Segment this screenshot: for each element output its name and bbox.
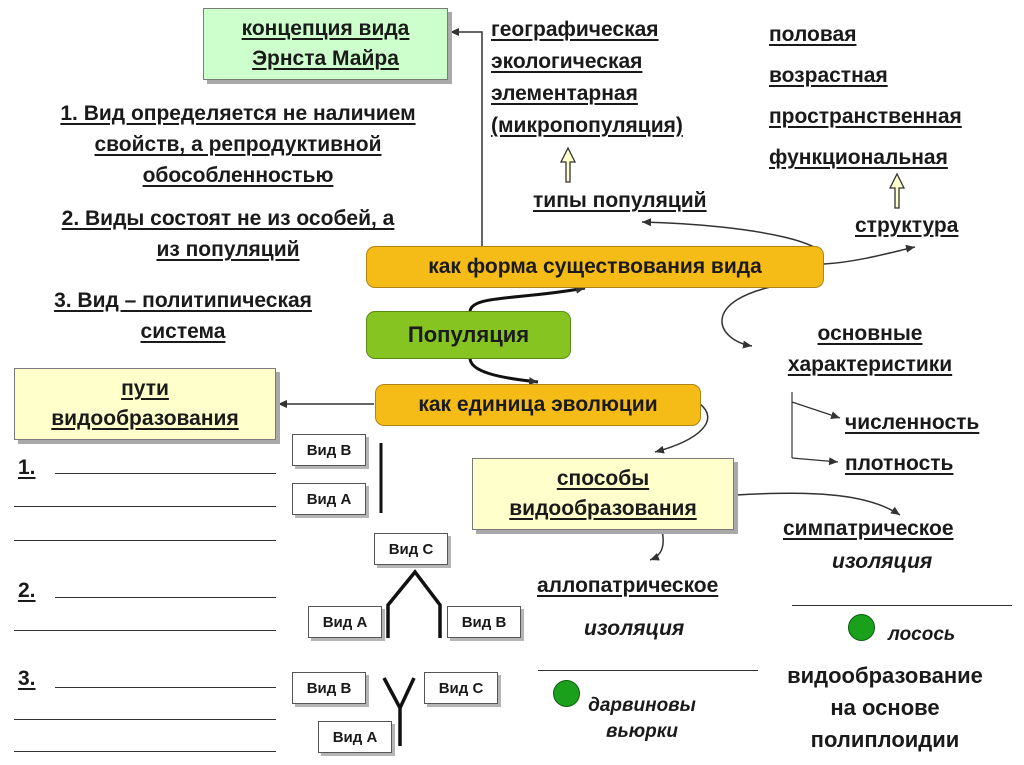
answer-line	[55, 597, 276, 598]
mayr-title-line-2: Эрнста Майра	[252, 47, 399, 70]
form-of-existence-box: как форма существования вида	[366, 246, 824, 288]
unit-of-evolution-box: как единица эволюции	[375, 384, 701, 426]
speciation-paths-line-1: пути	[121, 377, 169, 400]
answer-line	[792, 605, 1012, 606]
answer-line	[14, 506, 276, 507]
answer-line	[14, 719, 276, 720]
schema2-lines	[386, 569, 442, 638]
structure-list: половая возрастная пространственная функ…	[769, 23, 962, 169]
sympatric-label: симпатрическое	[783, 517, 954, 540]
characteristic-density: плотность	[845, 452, 954, 475]
speciation-methods-box: способы видообразования	[472, 458, 734, 530]
mayr-title-line-1: концепция вида	[241, 17, 410, 40]
example-darwin-finches: дарвиновы вьюрки	[588, 695, 696, 742]
population-label: Популяция	[407, 322, 530, 347]
unit-of-evolution-label: как единица эволюции	[418, 393, 658, 416]
arrow-form-to-structure	[823, 244, 916, 265]
path-number-1: 1.	[18, 456, 36, 479]
answer-line	[14, 751, 276, 752]
mayr-point-3: 3. Вид – политипическая система	[54, 289, 312, 343]
species-a-box: Вид А	[292, 483, 366, 515]
arrow-methods-to-sym	[735, 492, 901, 516]
sympatric-isolation: изоляция	[832, 550, 933, 573]
arrow-unit-to-methods	[654, 403, 709, 454]
path-number-3: 3.	[18, 667, 36, 690]
up-arrow-types	[559, 146, 577, 183]
characteristic-number: численность	[845, 411, 980, 434]
up-arrow-structure	[888, 172, 906, 209]
species-b-box: Вид В	[447, 606, 521, 638]
species-a-box: Вид А	[318, 721, 392, 753]
answer-line	[55, 473, 276, 474]
speciation-paths-box: пути видообразования	[14, 368, 276, 440]
speciation-methods-line-1: способы	[556, 467, 650, 490]
example-salmon: лосось	[888, 624, 956, 645]
arrow-to-mayr	[450, 28, 483, 248]
allopatric-isolation: изоляция	[584, 617, 685, 640]
structure-label: структура	[855, 214, 959, 237]
species-c-box: Вид С	[424, 672, 498, 704]
path-number-2: 2.	[18, 579, 36, 602]
polyploidy-speciation: видообразование на основе полиплоидии	[787, 663, 983, 752]
population-box: Популяция	[366, 311, 571, 359]
arrow-form-to-characteristics	[721, 284, 781, 349]
arrow-methods-to-allo	[649, 529, 664, 561]
speciation-methods-line-2: видообразования	[509, 497, 697, 520]
species-c-box: Вид С	[374, 533, 448, 565]
population-types-list: географическая экологическая элементарна…	[491, 18, 683, 137]
mayr-concept-box: концепция вида Эрнста Майра	[203, 8, 448, 80]
mayr-point-1: 1. Вид определяется не наличием свойств,…	[60, 102, 416, 187]
form-of-existence-label: как форма существования вида	[428, 255, 762, 278]
species-b-box: Вид В	[292, 672, 366, 704]
answer-line	[14, 630, 276, 631]
schema3-lines	[382, 677, 416, 746]
answer-line	[14, 540, 276, 541]
arrow-population-to-unit	[468, 357, 539, 386]
species-a-box: Вид А	[308, 606, 382, 638]
example-dot-sympatric	[848, 614, 875, 641]
species-b-box: Вид В	[292, 434, 366, 466]
mayr-point-2: 2. Виды состоят не из особей, а из попул…	[61, 207, 395, 261]
characteristics-label: основные характеристики	[787, 322, 953, 376]
population-types-label: типы популяций	[533, 189, 707, 212]
allopatric-label: аллопатрическое	[537, 574, 719, 597]
answer-line	[538, 670, 758, 671]
arrow-population-to-form	[468, 285, 586, 313]
speciation-paths-line-2: видообразования	[51, 407, 239, 430]
example-dot-allopatric	[553, 680, 580, 707]
answer-line	[55, 687, 276, 688]
